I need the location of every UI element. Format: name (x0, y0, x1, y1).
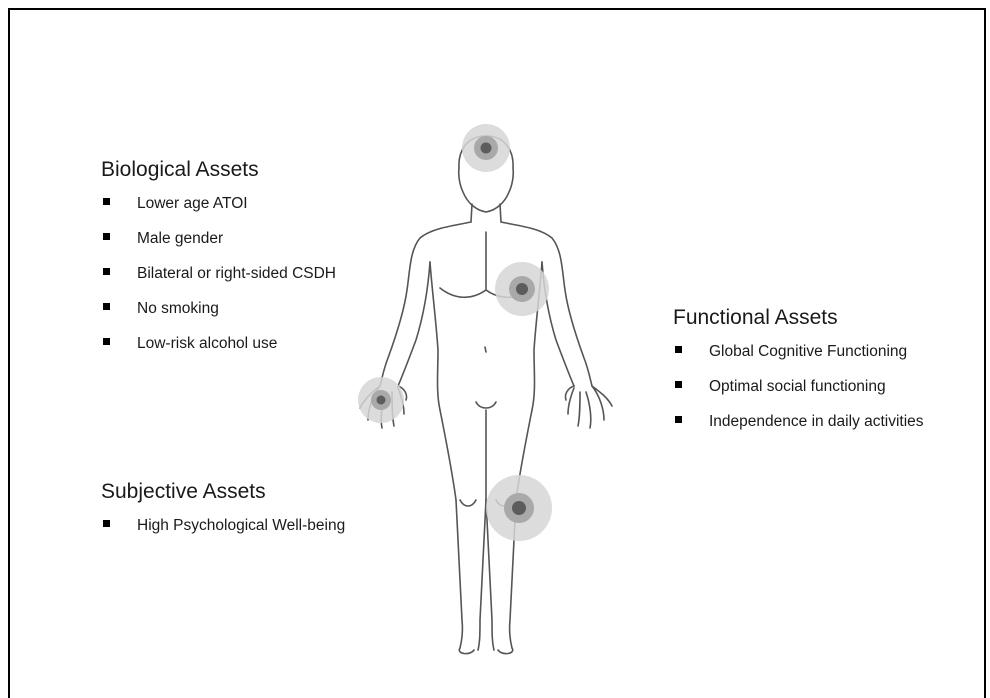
list-item-label: Independence in daily activities (709, 413, 924, 430)
head-marker (462, 124, 510, 172)
chest-marker (495, 262, 549, 316)
list-item-label: No smoking (137, 300, 219, 317)
hand-marker (358, 377, 404, 423)
bullet-icon (675, 416, 682, 423)
functional-assets-group: Functional Assets Global Cognitive Funct… (673, 306, 963, 447)
human-body-icon (340, 110, 630, 670)
list-item: Independence in daily activities (673, 412, 963, 432)
bullet-icon (103, 198, 110, 205)
list-item-label: Lower age ATOI (137, 195, 248, 212)
list-item-label: Bilateral or right-sided CSDH (137, 265, 336, 282)
list-item-label: Low-risk alcohol use (137, 335, 277, 352)
list-item: Global Cognitive Functioning (673, 342, 963, 362)
bullet-icon (103, 233, 110, 240)
bullet-icon (103, 338, 110, 345)
list-item: Optimal social functioning (673, 377, 963, 397)
list-item-label: Global Cognitive Functioning (709, 343, 907, 360)
bullet-icon (103, 303, 110, 310)
bullet-icon (675, 381, 682, 388)
bullet-icon (675, 346, 682, 353)
functional-assets-title: Functional Assets (673, 306, 963, 330)
list-item-label: Optimal social functioning (709, 378, 886, 395)
knee-marker (486, 475, 552, 541)
bullet-icon (103, 520, 110, 527)
functional-assets-list: Global Cognitive Functioning Optimal soc… (673, 342, 963, 432)
bullet-icon (103, 268, 110, 275)
list-item-label: Male gender (137, 230, 223, 247)
list-item-label: High Psychological Well-being (137, 517, 345, 534)
